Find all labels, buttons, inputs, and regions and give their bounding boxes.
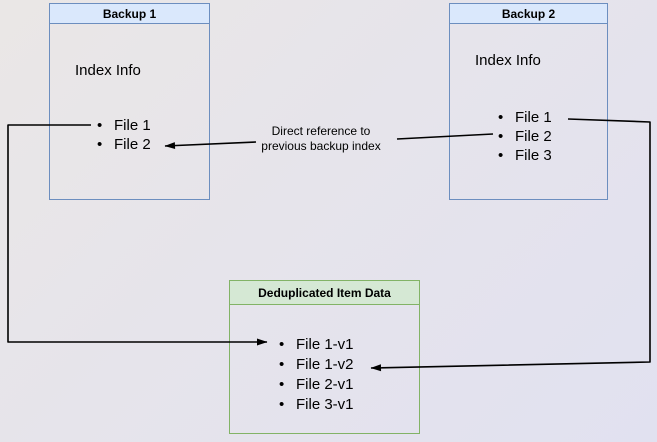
dedup-file-list: File 1-v1 File 1-v2 File 2-v1 File 3-v1 bbox=[279, 335, 354, 415]
backup-2-index-info-label: Index Info bbox=[475, 52, 541, 69]
node-backup-2: Backup 2 bbox=[449, 3, 608, 200]
file-list-item: File 3-v1 bbox=[279, 395, 354, 415]
backup-1-index-info-label: Index Info bbox=[75, 62, 141, 79]
node-backup-2-title: Backup 2 bbox=[501, 6, 556, 21]
file-list-item: File 2 bbox=[97, 135, 151, 154]
file-list-item: File 1 bbox=[97, 116, 151, 135]
file-list-item: File 3 bbox=[498, 146, 552, 165]
node-backup-1-title: Backup 1 bbox=[102, 6, 157, 21]
node-deduplicated-item-data-header: Deduplicated Item Data bbox=[230, 281, 419, 305]
direct-reference-edge-label: Direct reference to previous backup inde… bbox=[261, 124, 381, 153]
node-deduplicated-item-data-title: Deduplicated Item Data bbox=[258, 285, 391, 300]
node-backup-1: Backup 1 bbox=[49, 3, 210, 200]
file-list-item: File 1 bbox=[498, 108, 552, 127]
backup-1-file-list: File 1 File 2 bbox=[97, 116, 151, 154]
file-list-item: File 2-v1 bbox=[279, 375, 354, 395]
file-list-item: File 1-v2 bbox=[279, 355, 354, 375]
node-backup-1-header: Backup 1 bbox=[50, 4, 209, 24]
backup-2-file-list: File 1 File 2 File 3 bbox=[498, 108, 552, 165]
file-list-item: File 1-v1 bbox=[279, 335, 354, 355]
node-backup-2-header: Backup 2 bbox=[450, 4, 607, 24]
file-list-item: File 2 bbox=[498, 127, 552, 146]
